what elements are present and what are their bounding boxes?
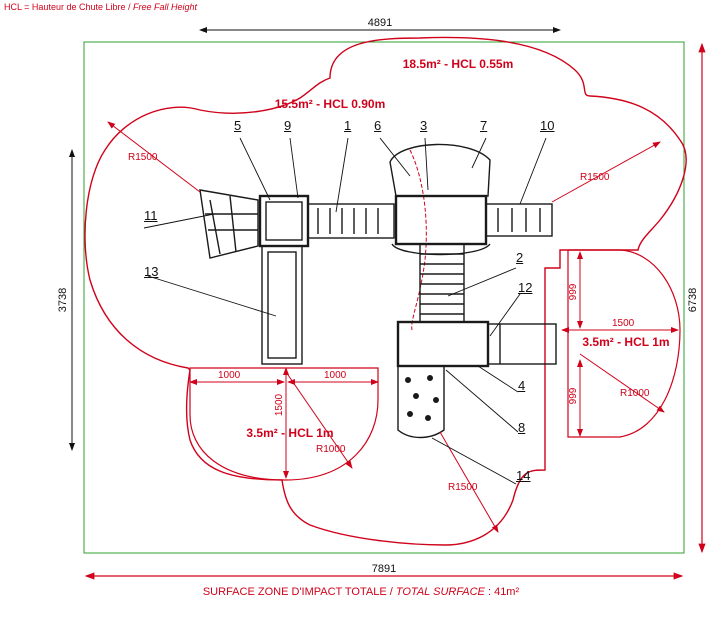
callout-leaders <box>143 137 547 485</box>
zone-label-4: 3.5m² - HCL 1m <box>582 335 669 349</box>
callout-7: 7 <box>480 118 488 133</box>
zone-label-1: 18.5m² - HCL 0.55m <box>403 57 514 71</box>
impact-zone-outline <box>84 36 687 546</box>
callout-3: 3 <box>420 118 428 133</box>
r1500-bottom: R1500 <box>448 482 478 493</box>
total-surface-value: : 41m² <box>484 586 520 598</box>
zone-label-2: 15.5m² - HCL 0.90m <box>275 97 386 111</box>
callout-11: 11 <box>144 208 158 223</box>
total-surface: SURFACE ZONE D'IMPACT TOTALE / TOTAL SUR… <box>0 586 722 598</box>
dim-999-top: 999 <box>568 283 579 300</box>
zone-left-lobe <box>189 367 379 481</box>
total-surface-en: TOTAL SURFACE <box>395 586 485 598</box>
r1000-right: R1000 <box>620 388 650 399</box>
r1500-right: R1500 <box>580 172 610 183</box>
r1000-right-line <box>579 353 665 413</box>
dim-1500-vert: 1500 <box>274 393 285 416</box>
callout-10: 10 <box>540 118 555 133</box>
callout-14: 14 <box>516 468 531 483</box>
climbing-holds <box>405 375 439 421</box>
callout-8: 8 <box>518 420 526 435</box>
zone-right-lobe <box>567 249 681 438</box>
zone-divider <box>409 149 427 331</box>
callout-1: 1 <box>344 118 352 133</box>
r1000-left-line <box>285 371 353 469</box>
callout-12: 12 <box>518 280 533 295</box>
dim-right: 6738 <box>687 288 699 312</box>
total-surface-fr: SURFACE ZONE D'IMPACT TOTALE / <box>202 586 396 598</box>
dim-999-bottom: 999 <box>568 387 579 404</box>
callout-2: 2 <box>516 250 524 265</box>
site-boundary <box>83 41 685 554</box>
r1500-right-line <box>551 141 661 203</box>
callout-6: 6 <box>374 118 382 133</box>
callout-9: 9 <box>284 118 292 133</box>
dim-1000-left: 1000 <box>218 370 241 381</box>
callout-13: 13 <box>144 264 159 279</box>
r1500-left-line <box>107 121 201 193</box>
callout-5: 5 <box>234 118 242 133</box>
hcl-legend-fr: HCL = Hauteur de Chute Libre / <box>4 2 133 12</box>
dim-top: 4891 <box>368 17 392 29</box>
zone-label-3: 3.5m² - HCL 1m <box>246 426 333 440</box>
hcl-legend-en: Free Fall Height <box>133 2 198 12</box>
equipment <box>199 143 557 439</box>
dim-left: 3738 <box>57 288 69 312</box>
callout-4: 4 <box>518 378 526 393</box>
r1500-bottom-line <box>439 431 499 533</box>
r1000-left: R1000 <box>316 444 346 455</box>
dim-bottom: 7891 <box>372 563 396 575</box>
dim-1000-right: 1000 <box>324 370 347 381</box>
hcl-legend: HCL = Hauteur de Chute Libre / Free Fall… <box>4 2 197 12</box>
r1500-left: R1500 <box>128 152 158 163</box>
dim-1500-horiz: 1500 <box>612 318 635 329</box>
